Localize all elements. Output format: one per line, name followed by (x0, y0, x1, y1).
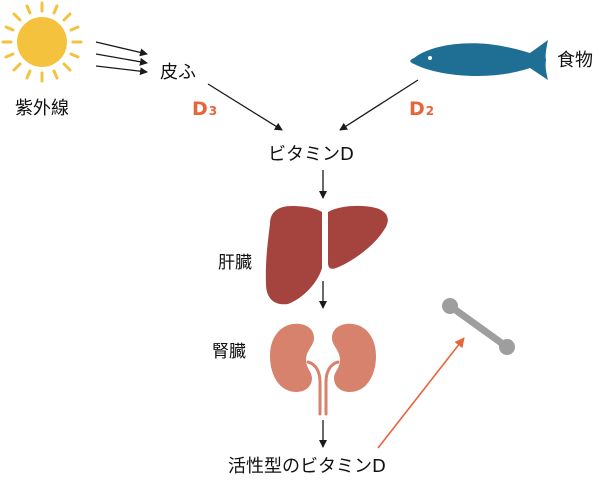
kidney-label: 腎臓 (212, 342, 246, 362)
d2-main: D (409, 98, 425, 120)
kidneys-icon (270, 323, 376, 416)
skin-label: 皮ふ (160, 62, 196, 83)
uv-label: 紫外線 (15, 98, 69, 119)
sun-icon (1, 1, 83, 83)
d3-sub: 3 (208, 104, 218, 118)
d2-sub: 2 (425, 104, 435, 118)
d3-label: D3 (192, 100, 217, 119)
liver-label: 肝臓 (218, 253, 252, 273)
d3-main: D (192, 98, 208, 120)
bone-icon (442, 298, 515, 355)
bone-arrow (377, 337, 465, 449)
fish-icon (410, 40, 548, 80)
converging-arrows (207, 79, 419, 131)
d2-label: D2 (409, 100, 434, 119)
active-vitamin-d-label: 活性型のビタミンD (228, 456, 386, 477)
liver-icon (265, 205, 388, 305)
food-label: 食物 (557, 50, 593, 71)
uv-ray-arrows (95, 41, 148, 76)
vitamin-d-label: ビタミンD (268, 144, 354, 165)
